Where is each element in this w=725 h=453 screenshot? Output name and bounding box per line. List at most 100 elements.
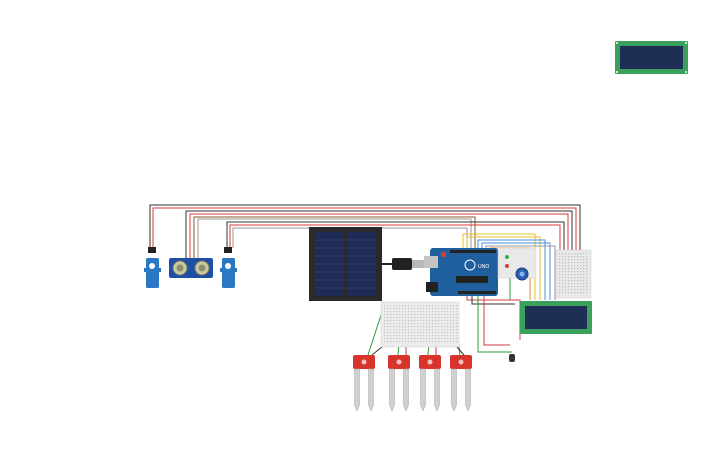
breadboard-hole xyxy=(571,256,573,258)
breadboard-hole xyxy=(450,308,452,310)
breadboard-hole xyxy=(438,305,440,307)
breadboard-hole xyxy=(411,314,413,316)
breadboard-hole xyxy=(562,280,564,282)
breadboard-hole xyxy=(438,326,440,328)
breadboard-hole xyxy=(456,314,458,316)
soil-sensor-probe xyxy=(434,368,440,412)
breadboard-hole xyxy=(390,314,392,316)
breadboard-hole xyxy=(441,326,443,328)
breadboard-hole xyxy=(420,305,422,307)
ultrasonic-sensor xyxy=(169,258,213,278)
breadboard-hole xyxy=(432,335,434,337)
breadboard-hole xyxy=(393,308,395,310)
breadboard-hole xyxy=(447,335,449,337)
breadboard-hole xyxy=(423,314,425,316)
breadboard-hole xyxy=(390,323,392,325)
breadboard-hole xyxy=(384,305,386,307)
breadboard-hole xyxy=(423,332,425,334)
breadboard-hole xyxy=(583,283,585,285)
breadboard-hole xyxy=(559,289,561,291)
breadboard-hole xyxy=(411,332,413,334)
breadboard-hole xyxy=(387,341,389,343)
breadboard-hole xyxy=(417,338,419,340)
soil-sensor-chip xyxy=(361,359,367,365)
breadboard-hole xyxy=(438,320,440,322)
breadboard-hole xyxy=(447,311,449,313)
breadboard-hole xyxy=(453,332,455,334)
breadboard-hole xyxy=(583,265,585,267)
breadboard-hole xyxy=(565,286,567,288)
breadboard-hole xyxy=(426,332,428,334)
breadboard-hole xyxy=(583,253,585,255)
breadboard-hole xyxy=(417,329,419,331)
breadboard-hole xyxy=(399,323,401,325)
breadboard-hole xyxy=(423,335,425,337)
breadboard-hole xyxy=(441,308,443,310)
breadboard-hole xyxy=(441,335,443,337)
breadboard-hole xyxy=(384,311,386,313)
breadboard-hole xyxy=(432,311,434,313)
breadboard-hole xyxy=(456,326,458,328)
breadboard-hole xyxy=(438,308,440,310)
breadboard-mini-holes xyxy=(559,253,588,294)
breadboard-hole xyxy=(586,289,588,291)
breadboard-hole xyxy=(402,320,404,322)
breadboard-hole xyxy=(396,317,398,319)
breadboard-hole xyxy=(583,268,585,270)
breadboard-hole xyxy=(441,323,443,325)
breadboard-hole xyxy=(447,320,449,322)
breadboard-hole xyxy=(456,341,458,343)
breadboard-hole xyxy=(577,265,579,267)
breadboard-hole xyxy=(453,335,455,337)
breadboard-hole xyxy=(444,308,446,310)
breadboard-hole xyxy=(441,332,443,334)
breadboard-hole xyxy=(580,253,582,255)
servo-right xyxy=(220,247,237,288)
breadboard-large xyxy=(380,301,460,348)
breadboard-hole xyxy=(417,311,419,313)
breadboard-hole xyxy=(580,271,582,273)
breadboard-hole xyxy=(568,289,570,291)
breadboard-large-holes xyxy=(384,305,458,343)
breadboard-hole xyxy=(568,277,570,279)
breadboard-hole xyxy=(453,320,455,322)
breadboard-hole xyxy=(438,332,440,334)
breadboard-hole xyxy=(444,317,446,319)
breadboard-hole xyxy=(426,338,428,340)
breadboard-hole xyxy=(453,305,455,307)
usb-cable xyxy=(392,258,424,270)
breadboard-hole xyxy=(453,341,455,343)
breadboard-hole xyxy=(559,265,561,267)
breadboard-hole xyxy=(396,311,398,313)
soil-sensor-probe xyxy=(368,368,374,412)
breadboard-hole xyxy=(444,332,446,334)
breadboard-hole xyxy=(390,332,392,334)
breadboard-hole xyxy=(565,253,567,255)
breadboard-hole xyxy=(568,286,570,288)
breadboard-hole xyxy=(399,314,401,316)
soil-sensor-probe xyxy=(465,368,471,412)
breadboard-hole xyxy=(432,308,434,310)
lcd-extra-hole xyxy=(616,42,618,44)
breadboard-hole xyxy=(571,265,573,267)
breadboard-hole xyxy=(574,289,576,291)
breadboard-hole xyxy=(390,329,392,331)
breadboard-hole xyxy=(414,329,416,331)
breadboard-hole xyxy=(396,341,398,343)
breadboard-hole xyxy=(574,286,576,288)
arduino-uno: UNO xyxy=(424,248,498,296)
breadboard-hole xyxy=(559,253,561,255)
breadboard-hole xyxy=(444,335,446,337)
breadboard-hole xyxy=(411,338,413,340)
breadboard-hole xyxy=(453,329,455,331)
breadboard-hole xyxy=(453,314,455,316)
breadboard-hole xyxy=(447,332,449,334)
breadboard-hole xyxy=(565,292,567,294)
breadboard-hole xyxy=(571,268,573,270)
breadboard-hole xyxy=(580,277,582,279)
breadboard-hole xyxy=(408,314,410,316)
breadboard-hole xyxy=(568,262,570,264)
breadboard-hole xyxy=(414,311,416,313)
breadboard-hole xyxy=(387,311,389,313)
breadboard-hole xyxy=(384,329,386,331)
